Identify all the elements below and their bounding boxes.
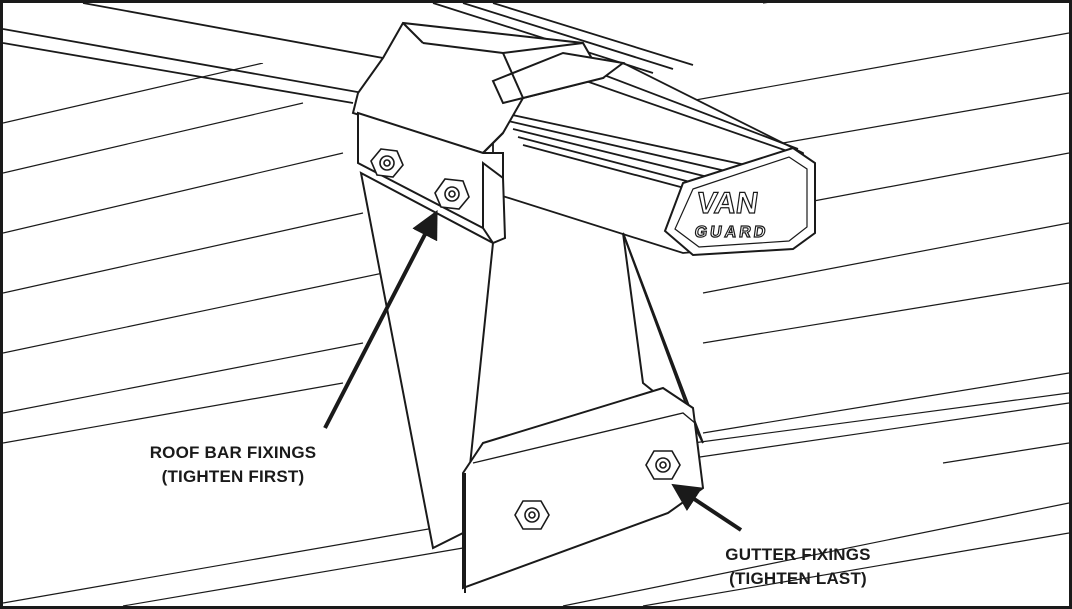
roof-bar-fixings-line1: ROOF BAR FIXINGS (149, 443, 317, 462)
end-cap (663, 146, 816, 257)
roof-bar-fixings-arrow (323, 210, 438, 429)
gutter-bolt-2 (645, 450, 681, 480)
gutter-bolt-1 (514, 500, 550, 530)
clamp-housing (351, 21, 626, 155)
roof-bar-bolt-2 (434, 178, 470, 210)
roof-bar-fixings-line2: (TIGHTEN FIRST) (161, 467, 305, 486)
roof-panel-lines (3, 3, 1069, 606)
roof-bar-fixings-label: ROOF BAR FIXINGS (TIGHTEN FIRST) (123, 441, 343, 489)
logo-top-text: VAN (695, 187, 761, 220)
logo-bottom-text: GUARD (694, 223, 770, 241)
roof-rack-illustration: VAN GUARD (3, 3, 1069, 606)
gutter-fixings-arrow (671, 483, 743, 532)
gutter-fixings-label: GUTTER FIXINGS (TIGHTEN LAST) (683, 543, 913, 591)
gutter-fixings-line1: GUTTER FIXINGS (725, 545, 871, 564)
gutter-plate (462, 386, 705, 593)
roof-bar-bolt-1 (370, 148, 404, 178)
vanguard-logo: VAN GUARD (693, 187, 770, 242)
gutter-fixings-line2: (TIGHTEN LAST) (729, 569, 867, 588)
